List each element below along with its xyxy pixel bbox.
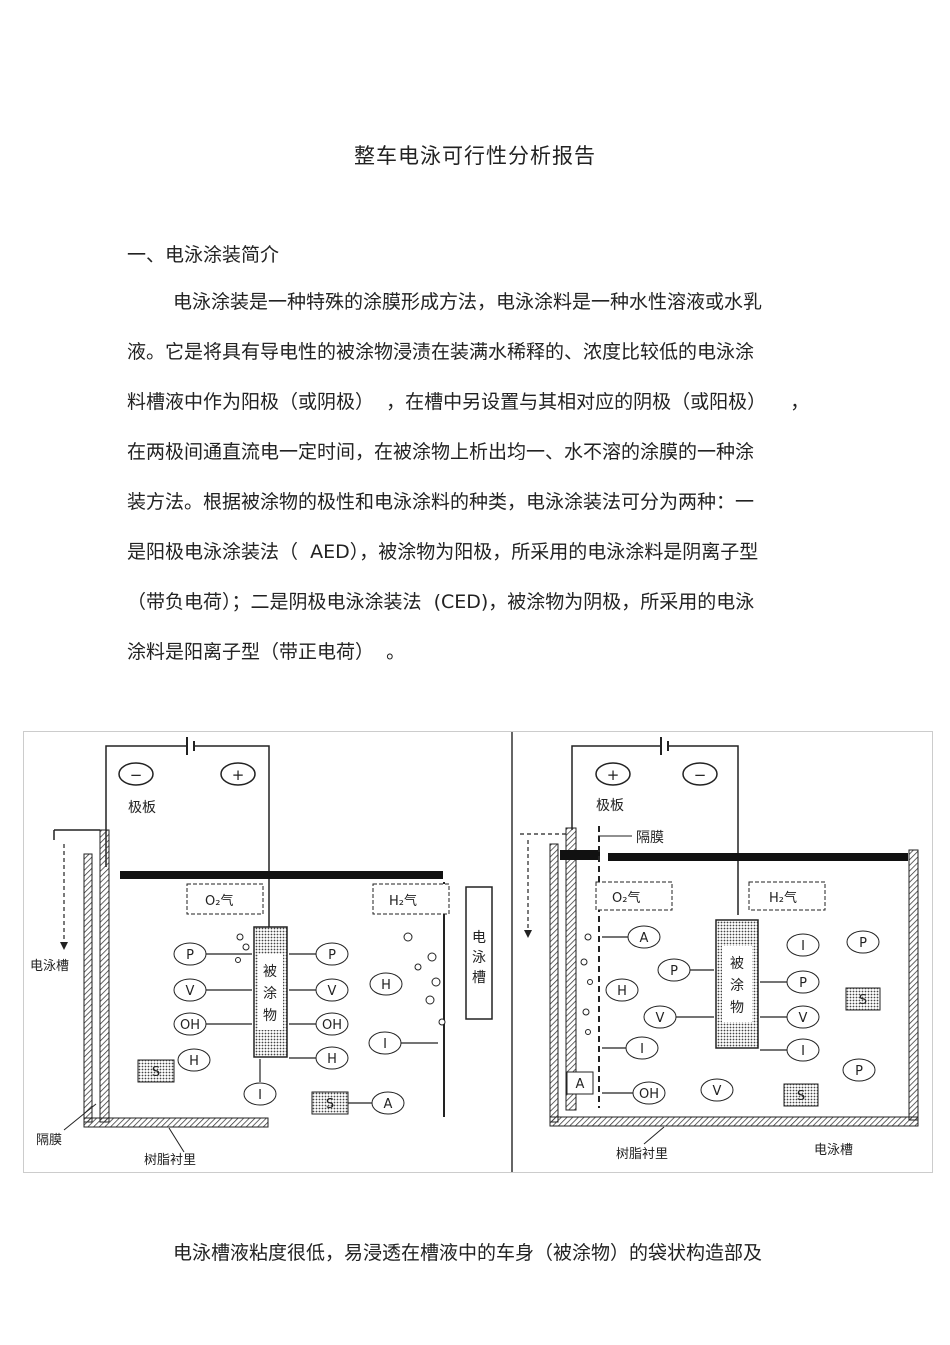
ion-oh: OH — [322, 1018, 342, 1033]
ion-a: A — [576, 1077, 585, 1092]
paragraph-line: 电泳槽液粘度很低，易浸透在槽液中的车身（被涂物）的袋状构造部及 — [173, 1242, 763, 1264]
membrane-label: 隔膜 — [36, 1133, 62, 1148]
workpiece-char: 物 — [263, 1008, 277, 1024]
paragraph-line: 液。它是将具有导电性的被涂物浸渍在装满水稀释的、浓度比较低的电泳涂 — [127, 341, 755, 363]
ion-h: H — [617, 984, 627, 999]
tank-box-char: 泳 — [472, 950, 486, 966]
paragraph-line: 在两极间通直流电一定时间，在被涂物上析出均一、水不溶的涂膜的一种涂 — [127, 441, 755, 463]
ion-oh: OH — [180, 1018, 200, 1033]
ion-v: V — [656, 1011, 665, 1026]
tank-label: 电泳槽 — [814, 1143, 853, 1158]
document-title: 整车电泳可行性分析报告 — [354, 144, 596, 168]
workpiece-char: 涂 — [263, 986, 277, 1002]
ion-h: H — [189, 1054, 199, 1069]
o2-label: O₂气 — [205, 893, 233, 909]
lining-label: 树脂衬里 — [616, 1147, 668, 1162]
ion-v: V — [328, 984, 337, 999]
ion-s: S — [152, 1065, 160, 1080]
lining-label: 树脂衬里 — [144, 1153, 196, 1168]
paragraph-line: 装方法。根据被涂物的极性和电泳涂料的种类，电泳涂装法可分为两种：一 — [127, 491, 755, 513]
ion-i: I — [801, 1044, 805, 1059]
plus-sign: + — [607, 766, 620, 784]
paragraph-line: （带负电荷）；二是阴极电泳涂装法 (CED)，被涂物为阴极，所采用的电泳 — [127, 591, 755, 613]
minus-sign: − — [130, 766, 143, 784]
ion-i: I — [801, 939, 805, 954]
ion-p: P — [855, 1064, 863, 1079]
ion-s: S — [326, 1097, 334, 1112]
h2-label: H₂气 — [769, 890, 797, 906]
ion-v: V — [186, 984, 195, 999]
ion-p: P — [859, 936, 867, 951]
tank-label: 电泳槽 — [30, 959, 69, 974]
paragraph-line: 电泳涂装是一种特殊的涂膜形成方法，电泳涂料是一种水性溶液或水乳 — [173, 291, 763, 313]
h2-label: H₂气 — [389, 893, 417, 909]
right-panel: + − 极板 隔膜 O₂气 H₂气 被 涂 物 — [520, 737, 919, 1162]
plus-sign: + — [232, 766, 245, 784]
tank-box-char: 电 — [472, 930, 486, 946]
ion-h: H — [381, 978, 391, 993]
paragraph-line: 是阳极电泳涂装法（ AED），被涂物为阳极，所采用的电泳涂料是阴离子型 — [127, 541, 759, 563]
paragraph-line: 料槽液中作为阳极（或阴极） ，在槽中另设置与其相对应的阴极（或阳极） ， — [127, 391, 810, 413]
ion-p: P — [328, 948, 336, 963]
paragraph-line: 涂料是阳离子型（带正电荷） 。 — [127, 641, 406, 663]
tank-box-char: 槽 — [472, 970, 486, 986]
ion-i: I — [258, 1088, 262, 1103]
ion-v: V — [713, 1084, 722, 1099]
workpiece-char: 物 — [730, 1000, 744, 1016]
ion-a: A — [384, 1097, 393, 1112]
ion-oh: OH — [639, 1087, 659, 1102]
workpiece-char: 涂 — [730, 978, 744, 994]
ion-a: A — [640, 931, 649, 946]
ion-p: P — [670, 964, 678, 979]
ion-s: S — [859, 993, 867, 1008]
electrode-label: 极板 — [128, 800, 156, 816]
left-panel: − + 极板 O₂气 H₂气 被 涂 物 — [30, 737, 493, 1168]
ion-v: V — [799, 1011, 808, 1026]
workpiece-char: 被 — [263, 964, 277, 980]
ion-p: P — [186, 948, 194, 963]
electrode-label: 极板 — [596, 798, 624, 814]
electrophoresis-diagram: − + 极板 O₂气 H₂气 被 涂 物 — [23, 731, 933, 1173]
ion-i: I — [383, 1037, 387, 1052]
o2-label: O₂气 — [612, 890, 640, 906]
ion-p: P — [799, 976, 807, 991]
ion-s: S — [797, 1089, 805, 1104]
minus-sign: − — [694, 766, 707, 784]
ion-h: H — [327, 1052, 337, 1067]
membrane-label: 隔膜 — [636, 830, 664, 846]
workpiece-char: 被 — [730, 956, 744, 972]
ion-i: I — [640, 1042, 644, 1057]
section-heading: 一、电泳涂装简介 — [127, 244, 280, 266]
